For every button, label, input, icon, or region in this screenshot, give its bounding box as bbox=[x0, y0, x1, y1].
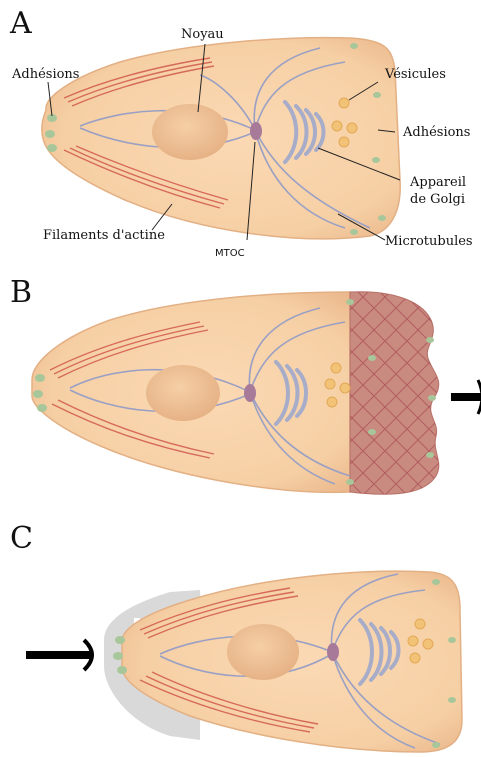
actin-mesh bbox=[350, 292, 439, 495]
panel-letter-c: C bbox=[10, 521, 33, 556]
nucleus bbox=[152, 104, 228, 160]
label-filaments-actine: Filaments d'actine bbox=[43, 228, 165, 243]
label-microtubules: Microtubules bbox=[385, 234, 473, 249]
label-adhesions-left: Adhésions bbox=[11, 67, 79, 82]
label-noyau: Noyau bbox=[181, 27, 224, 42]
mtoc bbox=[250, 122, 262, 140]
migration-direction-arrow bbox=[451, 380, 481, 414]
mtoc bbox=[327, 643, 339, 661]
panel-b: B bbox=[10, 275, 481, 494]
panel-letter-a: A bbox=[9, 6, 32, 41]
panel-letter-b: B bbox=[10, 275, 32, 310]
label-vesicules: Vésicules bbox=[384, 67, 446, 82]
label-mtoc: MTOC bbox=[215, 248, 245, 259]
panel-c: C bbox=[10, 521, 462, 752]
label-de-golgi: de Golgi bbox=[410, 192, 465, 207]
panel-a: A bbox=[9, 6, 473, 259]
nucleus bbox=[227, 624, 299, 680]
nucleus bbox=[146, 365, 220, 421]
label-appareil: Appareil bbox=[409, 175, 466, 190]
retraction-direction-arrow bbox=[26, 640, 92, 670]
mtoc bbox=[244, 384, 256, 402]
label-adhesions-right: Adhésions bbox=[402, 125, 470, 140]
